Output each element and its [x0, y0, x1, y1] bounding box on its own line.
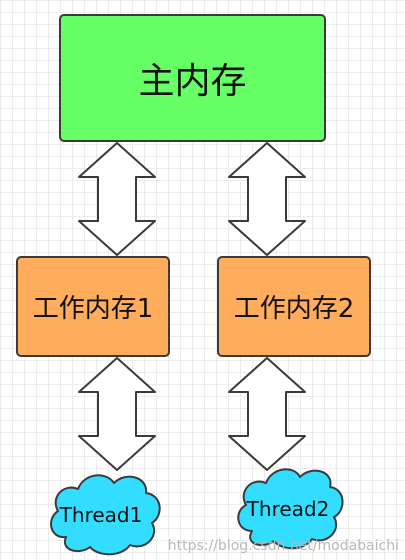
double-arrow-wm1-to-thread1	[78, 357, 156, 471]
working-memory-2-box: 工作内存2	[217, 256, 371, 357]
working-memory-2-label: 工作内存2	[233, 294, 355, 324]
main-memory-box: 主内存	[59, 14, 326, 142]
thread-1-label: Thread1	[59, 503, 143, 527]
working-memory-1-box: 工作内存1	[16, 256, 170, 357]
thread-1-cloud	[50, 474, 161, 556]
working-memory-1-label: 工作内存1	[32, 294, 154, 324]
thread-2-cloud	[237, 468, 344, 550]
main-memory-label: 主内存	[138, 61, 247, 102]
double-arrow-main-to-wm1	[78, 142, 156, 256]
watermark: https://blog.csdn.net/modabaichi	[167, 538, 399, 554]
double-arrow-main-to-wm2	[228, 142, 306, 256]
double-arrow-wm2-to-thread2	[228, 357, 306, 471]
thread-2-label: Thread2	[246, 497, 330, 521]
